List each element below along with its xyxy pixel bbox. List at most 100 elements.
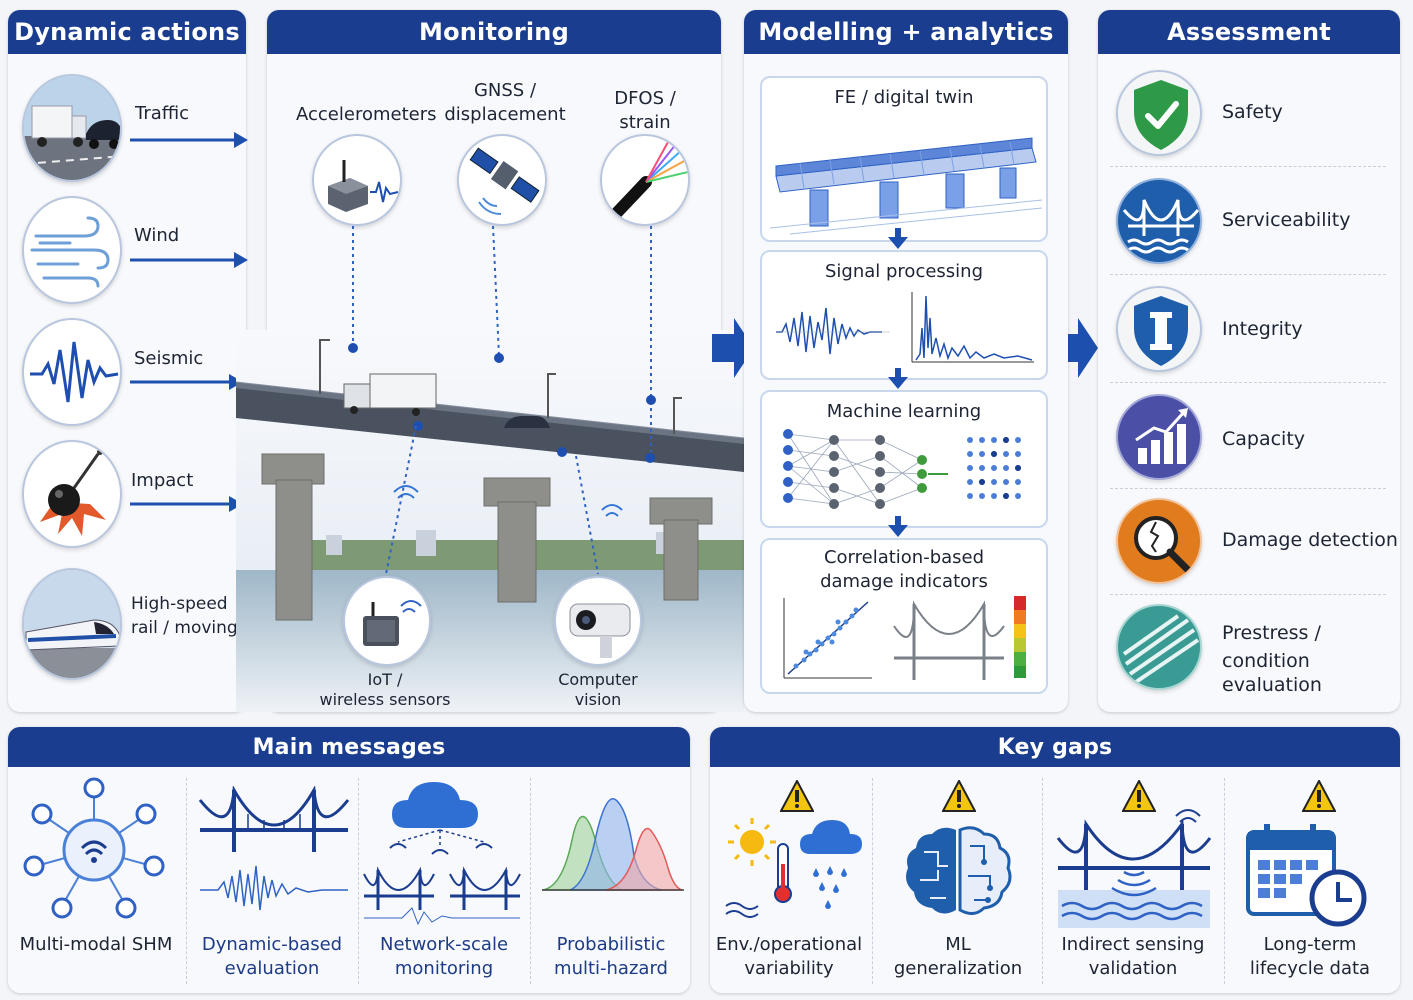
mm-dynamic-label-line1: Dynamic-based: [201, 934, 343, 955]
kg-lifecycle-label-line2: lifecycle data: [1249, 958, 1371, 979]
kg-env-label-line2: variability: [744, 958, 834, 979]
wind-label: Wind: [134, 225, 180, 246]
accelerometers-label: Accelerometers: [296, 104, 437, 125]
camera-icon: [554, 576, 642, 666]
impact-icon: [22, 440, 122, 548]
kg-lifecycle-label-line1: Long-term: [1263, 934, 1357, 955]
train-icon: [22, 568, 122, 680]
kg-ml-label-line2: generalization: [893, 958, 1023, 979]
damage-detection-icon: [1116, 498, 1202, 584]
gnss-label-line2: displacement: [444, 104, 566, 125]
satellite-icon: [457, 134, 547, 226]
capacity-label: Capacity: [1222, 428, 1306, 450]
neural-network-icon: [783, 429, 1021, 509]
down-arrow-1: [888, 228, 908, 249]
multimodal-network-icon: [23, 777, 165, 919]
kg-divider-2: [1042, 778, 1043, 984]
correlation-plots: [783, 596, 1026, 680]
mm-dynamic-label-line2: evaluation: [224, 958, 320, 979]
traffic-label: Traffic: [135, 103, 190, 124]
assessment-title: Assessment: [1098, 10, 1400, 54]
assessment-divider-3: [1110, 382, 1386, 383]
signal-title: Signal processing: [824, 261, 984, 282]
iot-label-line2: wireless sensors: [319, 690, 451, 709]
mm-probabilistic-label-line1: Probabilistic: [556, 934, 666, 955]
iot-label-line1: IoT /: [367, 670, 403, 689]
kg-divider-1: [872, 778, 873, 984]
gnss-label-line1: GNSS /: [473, 80, 537, 101]
environment-weather-icon: [725, 818, 862, 918]
warning-icon-2: [942, 780, 976, 812]
integrity-label: Integrity: [1222, 318, 1303, 340]
assessment-divider-2: [1110, 274, 1386, 275]
signal-card: Signal processing: [760, 250, 1048, 380]
fe-title: FE / digital twin: [834, 87, 974, 108]
cv-label-line2: vision: [574, 690, 622, 709]
action-arrows: [130, 132, 248, 512]
ml-title: Machine learning: [826, 401, 982, 422]
arrow-to-modelling: [712, 318, 754, 378]
kg-indirect-label-line1: Indirect sensing: [1061, 934, 1205, 955]
correlation-title-line2: damage indicators: [820, 571, 988, 592]
seismic-label: Seismic: [134, 348, 204, 369]
arrow-to-assessment: [1056, 318, 1098, 378]
probabilistic-distributions-icon: [541, 798, 684, 891]
kg-ml-label-line1: ML: [945, 934, 971, 955]
iot-sensor-icon: [343, 576, 431, 666]
fiber-optic-icon: [600, 134, 690, 226]
ml-card: Machine learning: [760, 390, 1048, 528]
rail-label-line1: High-speed: [131, 594, 228, 614]
indirect-sensing-icon: [1056, 809, 1212, 928]
assessment-divider-1: [1110, 166, 1386, 167]
sensor-leaders: [348, 226, 656, 575]
mm-network-label-line2: monitoring: [394, 958, 494, 979]
safety-shield-icon: [1116, 70, 1202, 156]
down-arrow-3: [888, 516, 908, 537]
main-messages-title: Main messages: [8, 727, 690, 767]
capacity-chart-icon: [1116, 394, 1202, 480]
ml-brain-icon: [906, 826, 1012, 915]
damage-detection-label: Damage detection: [1222, 529, 1398, 551]
fe-mesh-icon: [770, 137, 1042, 235]
traffic-icon: [22, 74, 122, 182]
serviceability-bridge-icon: [1116, 178, 1202, 264]
mm-multimodal-label: Multi-modal SHM: [19, 934, 173, 955]
dynamic-actions-title: Dynamic actions: [8, 10, 246, 54]
impact-label: Impact: [131, 470, 194, 491]
mm-probabilistic-label-line2: multi-hazard: [554, 958, 668, 979]
bridge-illustration: [236, 330, 744, 712]
network-scale-icon: [363, 782, 521, 926]
kg-divider-3: [1224, 778, 1225, 984]
warning-icon-3: [1122, 780, 1156, 812]
safety-label: Safety: [1222, 101, 1283, 123]
assessment-divider-4: [1110, 488, 1386, 489]
integrity-pillar-icon: [1116, 286, 1202, 372]
correlation-title-line1: Correlation-based: [823, 547, 985, 568]
signal-waveform: [776, 292, 1034, 363]
mm-divider-1: [186, 778, 187, 984]
prestress-label-line1: Prestress /: [1222, 622, 1321, 644]
wind-icon: [22, 196, 122, 304]
kg-indirect-label-line2: validation: [1088, 958, 1178, 979]
dynamic-evaluation-icon: [198, 786, 350, 911]
prestress-label-line2: condition evaluation: [1222, 650, 1322, 696]
mm-divider-2: [358, 778, 359, 984]
warning-icon-4: [1302, 780, 1336, 812]
mm-divider-3: [530, 778, 531, 984]
seismic-icon: [22, 318, 122, 426]
modelling-title: Modelling + analytics: [744, 10, 1068, 54]
kg-env-label-line1: Env./operational: [715, 934, 863, 955]
monitoring-title: Monitoring: [267, 10, 721, 54]
assessment-divider-5: [1110, 594, 1386, 595]
accelerometer-icon: [312, 134, 402, 226]
warning-icon-1: [780, 780, 814, 812]
prestress-icon: [1116, 604, 1202, 690]
dfos-label-line1: DFOS /: [614, 88, 676, 109]
serviceability-label: Serviceability: [1222, 209, 1351, 231]
lifecycle-calendar-icon: [1246, 824, 1367, 927]
cv-label-line1: Computer: [558, 670, 638, 689]
mm-network-label-line1: Network-scale: [379, 934, 509, 955]
down-arrow-2: [888, 368, 908, 389]
key-gaps-title: Key gaps: [710, 727, 1400, 767]
dfos-label-line2: strain: [619, 112, 671, 133]
